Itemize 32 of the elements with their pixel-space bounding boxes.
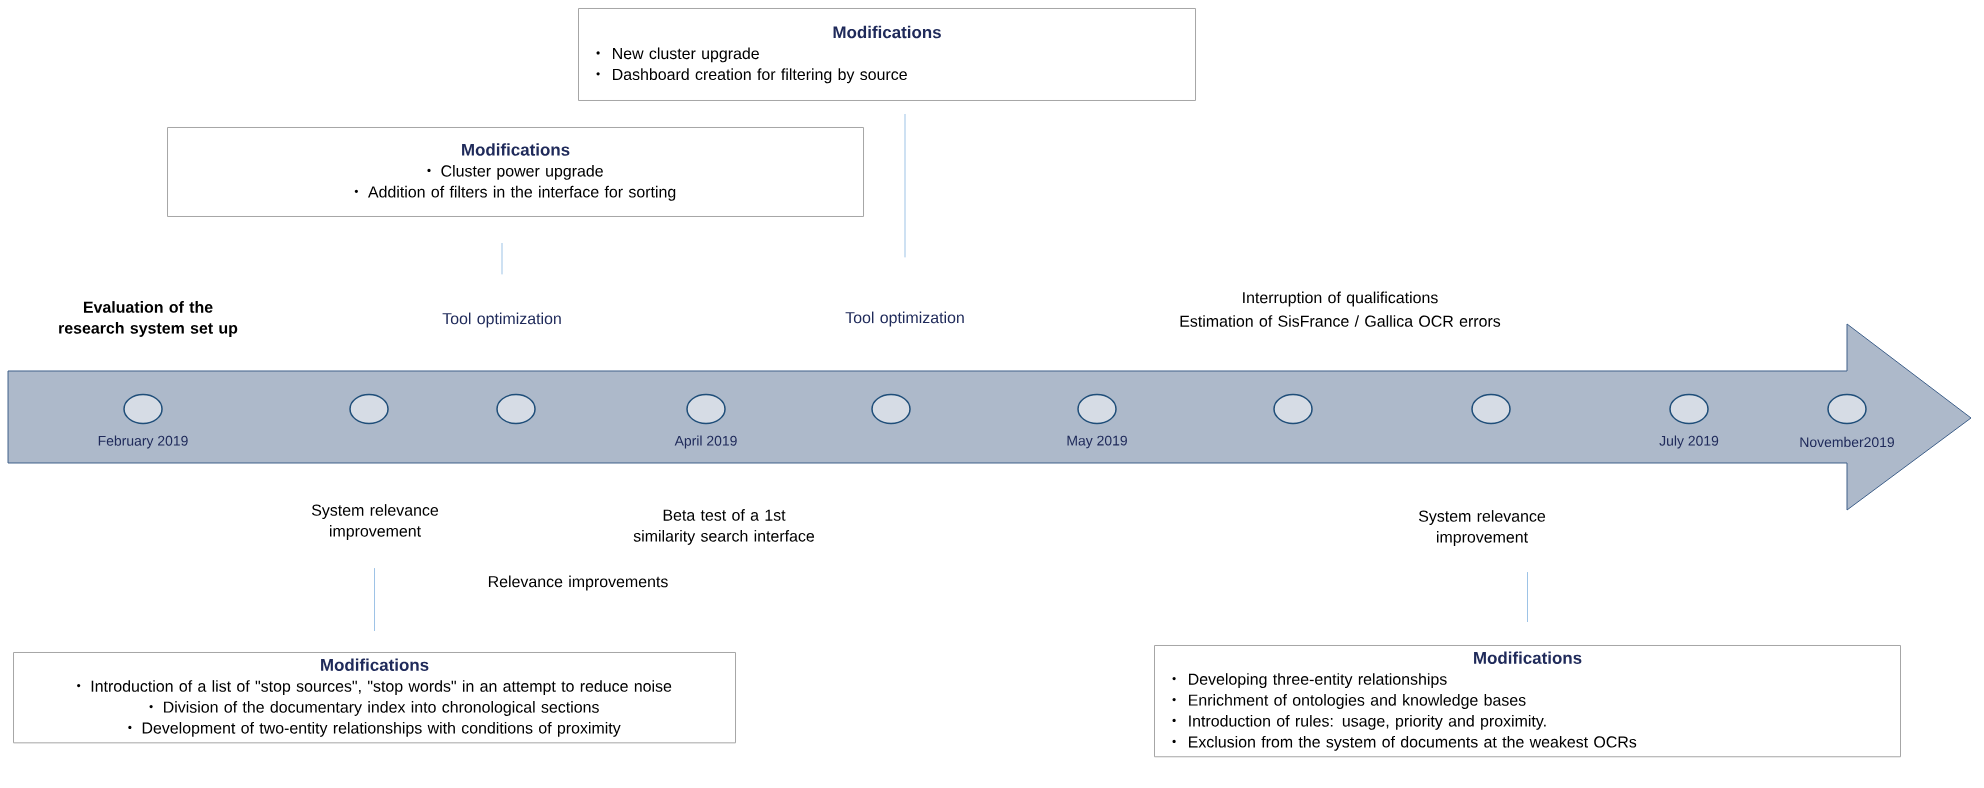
milestone-text: Tool optimization (845, 311, 964, 327)
date-label: November2019 (1800, 436, 1894, 448)
leader-line (904, 113, 906, 258)
annotation-text: Evaluation of the research system set up (59, 301, 238, 337)
milestone-text: System relevance improvement (311, 504, 439, 540)
milestone-circle (871, 393, 911, 425)
modification-box: Modifications Introduction of a list of "stop sources", "stop words" in an attempt to reduce noise Division of the documentary index into chronological sections Development of two-entity relationships with conditions of proximity (13, 652, 736, 744)
date-label: May 2019 (1067, 435, 1127, 449)
annotation-text: Estimation of SisFrance / Gallica OCR errors (1180, 315, 1501, 327)
date-label: July 2019 (1659, 435, 1719, 449)
milestone-circle (686, 393, 726, 425)
modification-box: Modifications New cluster upgrade Dashboard creation for filtering by source (578, 8, 1196, 101)
modification-box: Modifications Developing three-entity relationships Enrichment of ontologies and knowledge bases Introduction of rules: usage, priority and proximity. Exclusion from the system of documents at the weakest OCRs (1154, 645, 1901, 758)
modification-box: Modifications Cluster power upgrade Addition of filters in the interface for sorting (167, 127, 864, 217)
milestone-circle (1669, 393, 1709, 425)
milestone-circle (123, 393, 163, 425)
milestone-text: Tool optimization (442, 312, 561, 328)
leader-line (501, 242, 503, 275)
milestone-circle (1827, 393, 1867, 425)
annotation-text: Relevance improvements (488, 575, 668, 591)
milestone-circle (1273, 393, 1313, 425)
leader-line (374, 567, 375, 632)
annotation-text: Interruption of qualifications (1243, 291, 1438, 307)
leader-line (1527, 571, 1528, 623)
milestone-circle (1471, 393, 1511, 425)
milestone-circle (496, 393, 536, 425)
milestone-text: System relevance improvement (1418, 510, 1546, 546)
annotation-text: Beta test of a 1st similarity search interface (633, 509, 815, 545)
milestone-circle (349, 393, 389, 425)
milestone-circle (1077, 393, 1117, 425)
date-label: February 2019 (98, 435, 188, 449)
date-label: April 2019 (674, 435, 737, 449)
